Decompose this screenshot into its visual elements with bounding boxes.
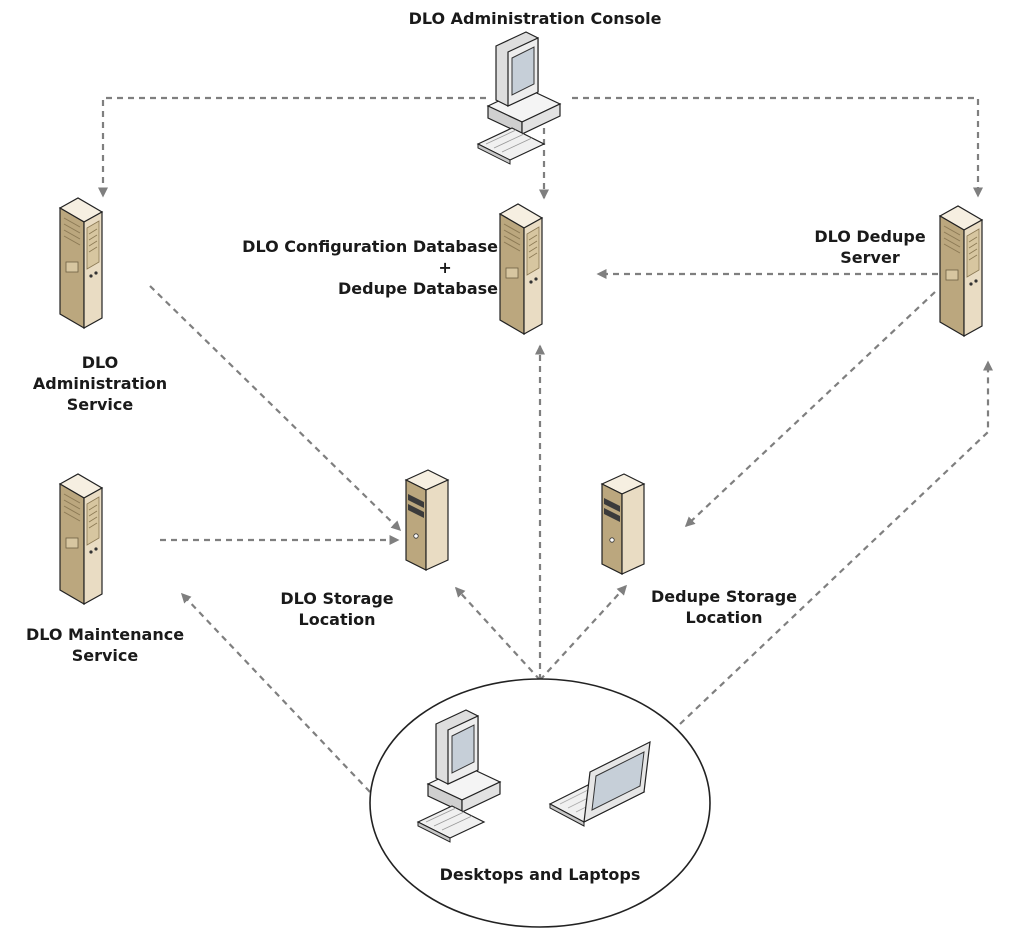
maintenance-service-label: DLO Maintenance Service <box>26 624 184 666</box>
connector-clients-to-dedupe-storage <box>539 584 628 681</box>
dedupe-server-label-line: DLO Dedupe <box>814 227 926 246</box>
storage-server-icon <box>405 469 449 571</box>
admin-service-label-line: Administration <box>32 374 168 393</box>
admin-service-label: DLO Administration Service <box>33 352 167 415</box>
dedupe-server-label-line: Server <box>840 248 900 267</box>
dlo-storage-label-line: Location <box>298 610 376 629</box>
clients-group-ellipse <box>369 678 711 928</box>
tower-server-icon <box>939 205 983 337</box>
connector-admin-service-to-dlo-storage <box>149 285 402 532</box>
config-db-label: DLO Configuration Database + Dedupe Data… <box>242 236 498 299</box>
connector-clients-to-dedupe-server <box>679 360 993 725</box>
maintenance-service-label-line: DLO Maintenance <box>25 625 185 644</box>
connector-console-to-admin-service <box>98 96 486 198</box>
connector-clients-to-dlo-storage <box>454 586 541 681</box>
console-label: DLO Administration Console <box>408 9 662 28</box>
dedupe-server-label: DLO Dedupe Server <box>814 226 925 268</box>
storage-server-icon <box>601 473 645 575</box>
connector-clients-to-maintenance-service <box>180 592 371 793</box>
admin-service-label-line: Service <box>66 395 134 414</box>
dlo-storage-label-line: DLO Storage <box>280 589 394 608</box>
config-db-label-line: DLO Configuration Database <box>242 237 498 256</box>
config-db-label-plus: + <box>438 258 452 277</box>
dlo-storage-label: DLO Storage Location <box>280 588 393 630</box>
dedupe-storage-label-line: Dedupe Storage <box>650 587 798 606</box>
admin-service-label-line: DLO <box>81 353 119 372</box>
connectors <box>98 96 993 793</box>
desktop-computer-icon <box>477 31 561 165</box>
dedupe-storage-label-line: Location <box>685 608 763 627</box>
clients-label: Desktops and Laptops <box>439 865 641 884</box>
connector-console-to-dedupe-server <box>572 96 983 198</box>
config-db-label-line: Dedupe Database <box>338 279 498 298</box>
tower-server-icon <box>499 203 543 335</box>
dedupe-storage-label: Dedupe Storage Location <box>651 586 797 628</box>
tower-server-icon <box>59 197 103 329</box>
tower-server-icon <box>59 473 103 605</box>
maintenance-service-label-line: Service <box>71 646 139 665</box>
connector-dedupe-server-to-dedupe-storage <box>684 291 936 528</box>
